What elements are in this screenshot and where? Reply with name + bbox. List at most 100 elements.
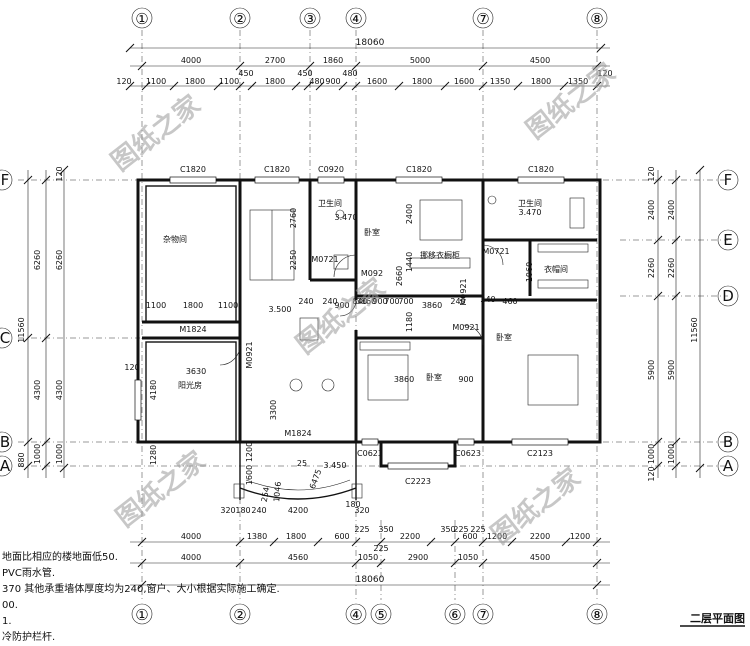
level-mark: 3.450 bbox=[324, 461, 347, 470]
interior-dim: 3630 bbox=[186, 367, 206, 376]
watermark: 图纸之家 bbox=[110, 445, 211, 533]
window-label: C1820 bbox=[264, 165, 290, 174]
porch-dim: 180 bbox=[345, 500, 360, 509]
axis-right-B: B bbox=[723, 433, 733, 451]
bottom-dim: 1380 bbox=[247, 532, 267, 541]
window-label: C1820 bbox=[528, 165, 554, 174]
room-bedroom3: 卧室 bbox=[496, 332, 512, 342]
notes: 地面比相应的楼地面低50. PVC雨水管. 370 其他承重墙体厚度均为240,… bbox=[2, 550, 280, 643]
room-bedroom2: 卧室 bbox=[426, 372, 442, 382]
left-dim: 6260 bbox=[55, 250, 64, 270]
left-total-dim: 11560 bbox=[17, 317, 26, 342]
bottom-dim: 2200 bbox=[400, 532, 420, 541]
top-sub-dim: 1600 bbox=[367, 77, 387, 86]
note-line: 1. bbox=[2, 616, 12, 627]
top-sub-dim: 1800 bbox=[412, 77, 432, 86]
axis-top-4: ④ bbox=[349, 10, 362, 28]
bottom-dim: 2900 bbox=[408, 553, 428, 562]
interior-dim: 240 bbox=[298, 297, 313, 306]
axis-bottom-5: ⑤ bbox=[374, 606, 387, 624]
left-dim: 4300 bbox=[55, 380, 64, 400]
axis-top-8: ⑧ bbox=[590, 10, 603, 28]
top-sub-dim: 1800 bbox=[185, 77, 205, 86]
note-line: 00. bbox=[2, 600, 18, 611]
walls bbox=[136, 178, 602, 500]
interior-dim: 2250 bbox=[289, 250, 298, 270]
right-dim: 5900 bbox=[667, 360, 676, 380]
interior-dim: 1600 bbox=[245, 465, 254, 485]
axis-bubbles-left: F C B A bbox=[0, 169, 13, 477]
bottom-dim: 600 bbox=[462, 532, 477, 541]
right-dim: 120 bbox=[647, 466, 656, 481]
bottom-mid-dim: 225 bbox=[354, 525, 369, 534]
window-label: C2223 bbox=[405, 477, 431, 486]
bottom-dim: 1200 bbox=[570, 532, 590, 541]
right-dim: 1000 bbox=[667, 444, 676, 464]
axis-right-D: D bbox=[722, 287, 734, 305]
level-mark: 3.470 bbox=[335, 213, 358, 222]
axis-top-1: ① bbox=[135, 10, 148, 28]
bathtub-icon bbox=[569, 197, 585, 229]
porch-dim: 320 bbox=[220, 506, 235, 515]
porch-dim: 180 bbox=[235, 506, 250, 515]
opening-labels: C1820 C1820 C0920 C1820 C1820 C0623 C062… bbox=[179, 165, 554, 486]
right-dim: 5900 bbox=[647, 360, 656, 380]
wardrobe-icon bbox=[409, 257, 471, 269]
wardrobe-icon bbox=[537, 279, 589, 289]
bottom-dim: 4000 bbox=[181, 553, 201, 562]
interior-dim: 700 bbox=[384, 297, 399, 306]
interior-dim: 254 bbox=[260, 486, 272, 503]
left-dim: 1000 bbox=[55, 444, 64, 464]
room-closet: 衣帽间 bbox=[544, 264, 568, 274]
left-dim: 120 bbox=[55, 166, 64, 181]
axis-left-B: B bbox=[0, 433, 10, 451]
left-dim: 1000 bbox=[33, 444, 42, 464]
left-dim: 4300 bbox=[33, 380, 42, 400]
axis-right-A: A bbox=[723, 457, 734, 475]
axis-top-3: ③ bbox=[303, 10, 316, 28]
interior-dim: 1440 bbox=[405, 252, 414, 272]
right-dim: 2400 bbox=[647, 200, 656, 220]
bottom-dim: 1200 bbox=[487, 532, 507, 541]
note-line: 370 其他承重墙体厚度均为240,窗户、大小根据实际施工确定. bbox=[2, 582, 280, 595]
interior-dim: 1200 bbox=[245, 442, 254, 462]
top-sub-dim: 1800 bbox=[265, 77, 285, 86]
right-dim: 2260 bbox=[647, 258, 656, 278]
axis-bottom-2: ② bbox=[233, 606, 246, 624]
window-label: C0623 bbox=[455, 449, 481, 458]
bottom-mid-dim: 225 bbox=[373, 544, 388, 553]
bed-icon bbox=[419, 199, 463, 241]
interior-dim: 6475 bbox=[308, 468, 323, 490]
axis-right-F: F bbox=[724, 171, 733, 189]
level-mark: 3.500 bbox=[269, 305, 292, 314]
wardrobe-icon bbox=[537, 243, 589, 253]
plan-title: 二层平面图 bbox=[690, 612, 745, 625]
right-dim: 2400 bbox=[667, 200, 676, 220]
interior-dim: 1100 bbox=[218, 301, 238, 310]
door-label: M0921 bbox=[452, 323, 479, 332]
axis-bottom-1: ① bbox=[135, 606, 148, 624]
interior-dim: 240 bbox=[322, 297, 337, 306]
bottom-dim: 4500 bbox=[530, 553, 550, 562]
room-wardrobe: 挪移衣橱柜 bbox=[420, 250, 460, 260]
door-label: M0921 bbox=[245, 341, 254, 368]
wardrobe-icon bbox=[359, 341, 411, 351]
table-icon bbox=[289, 378, 303, 392]
bottom-total-dim: 18060 bbox=[356, 575, 385, 585]
table-icon bbox=[321, 378, 335, 392]
note-line: PVC雨水管. bbox=[2, 566, 55, 579]
window-label: C1820 bbox=[180, 165, 206, 174]
top-sub-dim: 1100 bbox=[219, 77, 239, 86]
window-label: C1820 bbox=[406, 165, 432, 174]
level-marks: 3.470 3.470 3.500 3.450 bbox=[269, 208, 542, 470]
window-label: C0920 bbox=[318, 165, 344, 174]
interior-dim: 25 bbox=[297, 459, 307, 468]
drawing-title: 二层平面图 bbox=[680, 612, 745, 627]
furniture bbox=[289, 195, 589, 406]
interior-dim: 900 bbox=[458, 375, 473, 384]
interior-dim: 120 bbox=[124, 363, 139, 372]
note-line: 冷防护栏杆. bbox=[2, 630, 55, 643]
interior-dim: 840 bbox=[352, 297, 367, 306]
top-sub-dim: 1350 bbox=[490, 77, 510, 86]
interior-dim: 460 bbox=[502, 297, 517, 306]
